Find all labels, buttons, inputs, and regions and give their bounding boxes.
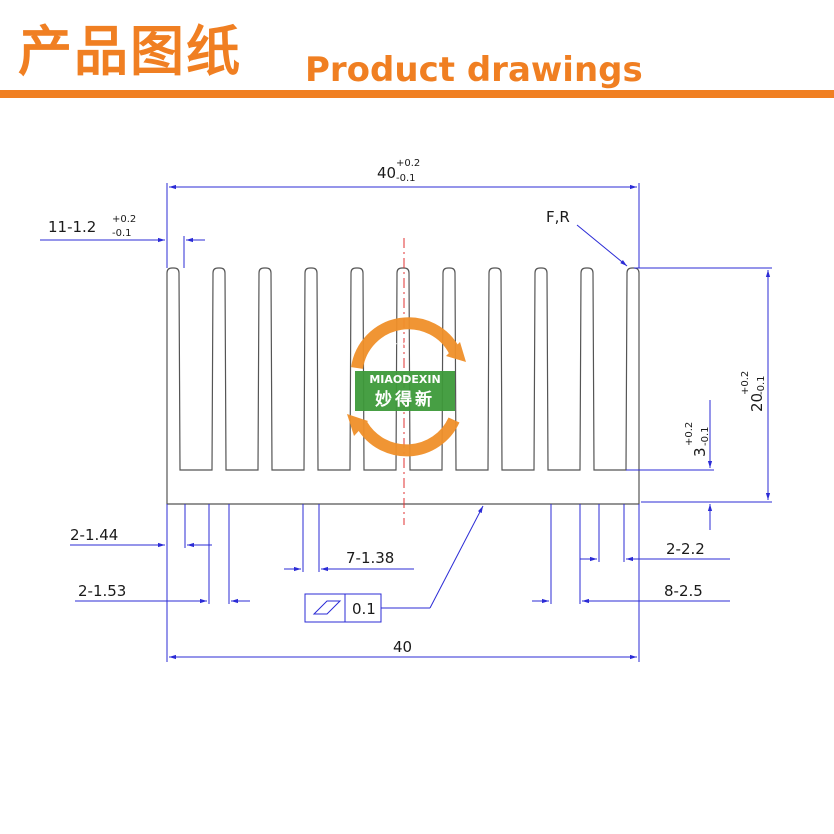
dim-8-2-5-label: 8-2.5	[664, 582, 703, 600]
base-thickness-dimension: 3 +0.2 -0.1	[626, 400, 714, 530]
watermark-brand: MIAODEXIN	[369, 373, 440, 386]
base-thickness-tol-plus: +0.2	[684, 422, 695, 446]
dim-2-2-2: 2-2.2	[580, 540, 730, 562]
height-tol-plus: +0.2	[740, 371, 751, 395]
svg-text:✦ ✦ ✦ ✦ ✦: ✦ ✦ ✦ ✦ ✦	[380, 340, 430, 350]
dim-8-2-5: 8-2.5	[532, 582, 730, 604]
fin-thickness-value: 11-1.2	[48, 218, 96, 236]
flatness-value: 0.1	[352, 600, 376, 618]
bottom-width-dimension: 40	[169, 638, 637, 660]
top-width-tol-minus: -0.1	[396, 173, 416, 184]
dim-2-1-44-label: 2-1.44	[70, 526, 118, 544]
fin-thickness-dimension: 11-1.2 +0.2 -0.1	[40, 214, 205, 268]
top-width-dimension: 40 +0.2 -0.1	[166, 158, 640, 268]
bottom-width-value: 40	[393, 638, 412, 656]
brand-watermark-logo: ✦ ✦ ✦ ✦ ✦ MIAODEXIN 妙得新	[347, 317, 466, 457]
dim-7-1-38: 7-1.38	[284, 549, 414, 572]
fin-thickness-tol-minus: -0.1	[112, 228, 132, 239]
dim-2-2-2-label: 2-2.2	[666, 540, 705, 558]
flatness-symbol-icon	[312, 600, 342, 615]
top-width-tol-plus: +0.2	[396, 158, 420, 169]
height-tol-minus: -0.1	[756, 375, 767, 395]
base-thickness-tol-minus: -0.1	[700, 426, 711, 446]
watermark-chinese: 妙得新	[375, 389, 435, 410]
base-thickness-value: 3	[691, 447, 709, 457]
fillet-label: F,R	[546, 208, 570, 226]
fin-thickness-tol-plus: +0.2	[112, 214, 136, 225]
top-width-value: 40	[377, 164, 396, 182]
fillet-callout: F,R	[546, 208, 628, 267]
header: 产品图纸 Product drawings	[0, 0, 834, 100]
bottom-extension-lines	[166, 504, 640, 662]
title-chinese: 产品图纸	[18, 20, 242, 83]
height-value: 20	[748, 393, 766, 412]
header-divider	[0, 90, 834, 98]
flatness-tolerance-frame: 0.1	[304, 505, 484, 623]
dim-2-1-44: 2-1.44	[70, 526, 212, 548]
height-dimension: 20 +0.2 -0.1	[634, 267, 772, 503]
dim-2-1-53: 2-1.53	[75, 582, 250, 604]
dim-7-1-38-label: 7-1.38	[346, 549, 394, 567]
dim-2-1-53-label: 2-1.53	[78, 582, 126, 600]
title-english: Product drawings	[305, 50, 643, 90]
